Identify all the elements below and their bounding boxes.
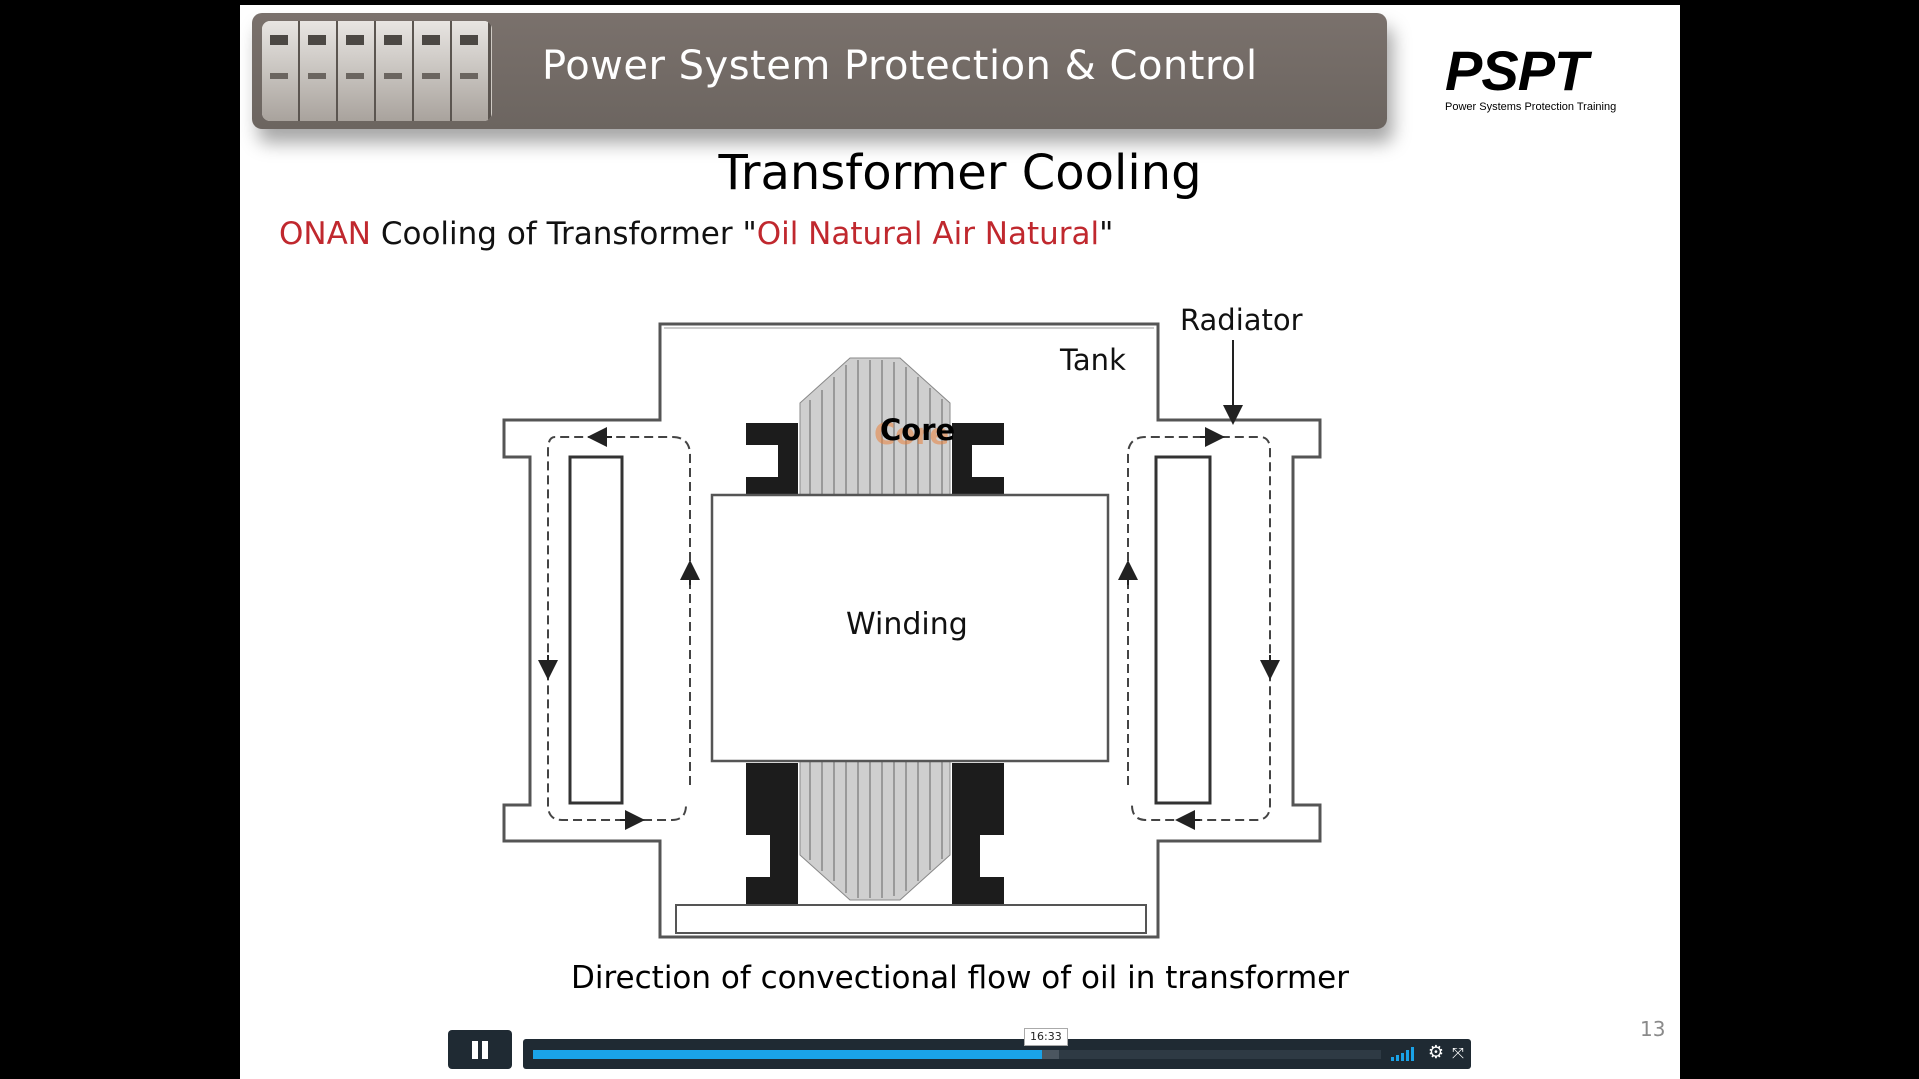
- slide: Power System Protection & Control PSPT P…: [240, 5, 1680, 1079]
- clamp-bottom-left: [746, 763, 798, 905]
- player-control-bar: ⚙ ⤧: [523, 1039, 1471, 1069]
- transformer-diagram: [502, 322, 1322, 939]
- clamp-top-right: [952, 423, 1004, 495]
- subtitle-expansion: Oil Natural Air Natural: [756, 216, 1100, 252]
- label-radiator: Radiator: [1180, 303, 1303, 337]
- core-top: [799, 357, 951, 496]
- pause-button[interactable]: [448, 1030, 512, 1069]
- progress-played-bar: [533, 1050, 1042, 1059]
- volume-icon[interactable]: [1391, 1047, 1417, 1061]
- clamp-bottom-right: [952, 763, 1004, 905]
- settings-gear-icon[interactable]: ⚙: [1427, 1042, 1445, 1063]
- header-banner: Power System Protection & Control: [252, 13, 1387, 129]
- clamp-top-left: [746, 423, 798, 495]
- left-radiator-tube: [568, 455, 624, 805]
- time-tooltip: 16:33: [1024, 1028, 1068, 1046]
- slide-subtitle: ONAN Cooling of Transformer "Oil Natural…: [279, 216, 1113, 252]
- logo-wordmark: PSPT: [1445, 39, 1588, 102]
- banner-title: Power System Protection & Control: [542, 43, 1258, 89]
- fullscreen-icon[interactable]: ⤧: [1451, 1044, 1464, 1062]
- page-number: 13: [1640, 1017, 1666, 1041]
- right-oil-flow: [1127, 436, 1271, 821]
- winding-block: [710, 493, 1110, 763]
- subtitle-mid: Cooling of Transformer ": [371, 216, 757, 252]
- progress-track[interactable]: [533, 1050, 1381, 1059]
- label-winding: Winding: [846, 607, 968, 642]
- label-core: Core: [880, 413, 956, 447]
- core-bottom: [799, 760, 951, 901]
- base-plate: [675, 904, 1147, 934]
- pspt-logo: PSPT Power Systems Protection Training: [1445, 39, 1635, 114]
- subtitle-onan: ONAN: [279, 216, 371, 252]
- subtitle-end: ": [1099, 216, 1114, 252]
- switchgear-photo: [262, 21, 492, 121]
- left-oil-flow: [547, 436, 691, 821]
- slide-title: Transformer Cooling: [718, 145, 1202, 201]
- right-radiator-tube: [1154, 455, 1212, 805]
- diagram-caption: Direction of convectional flow of oil in…: [571, 960, 1349, 996]
- label-tank: Tank: [1060, 343, 1126, 377]
- logo-tagline: Power Systems Protection Training: [1445, 101, 1617, 113]
